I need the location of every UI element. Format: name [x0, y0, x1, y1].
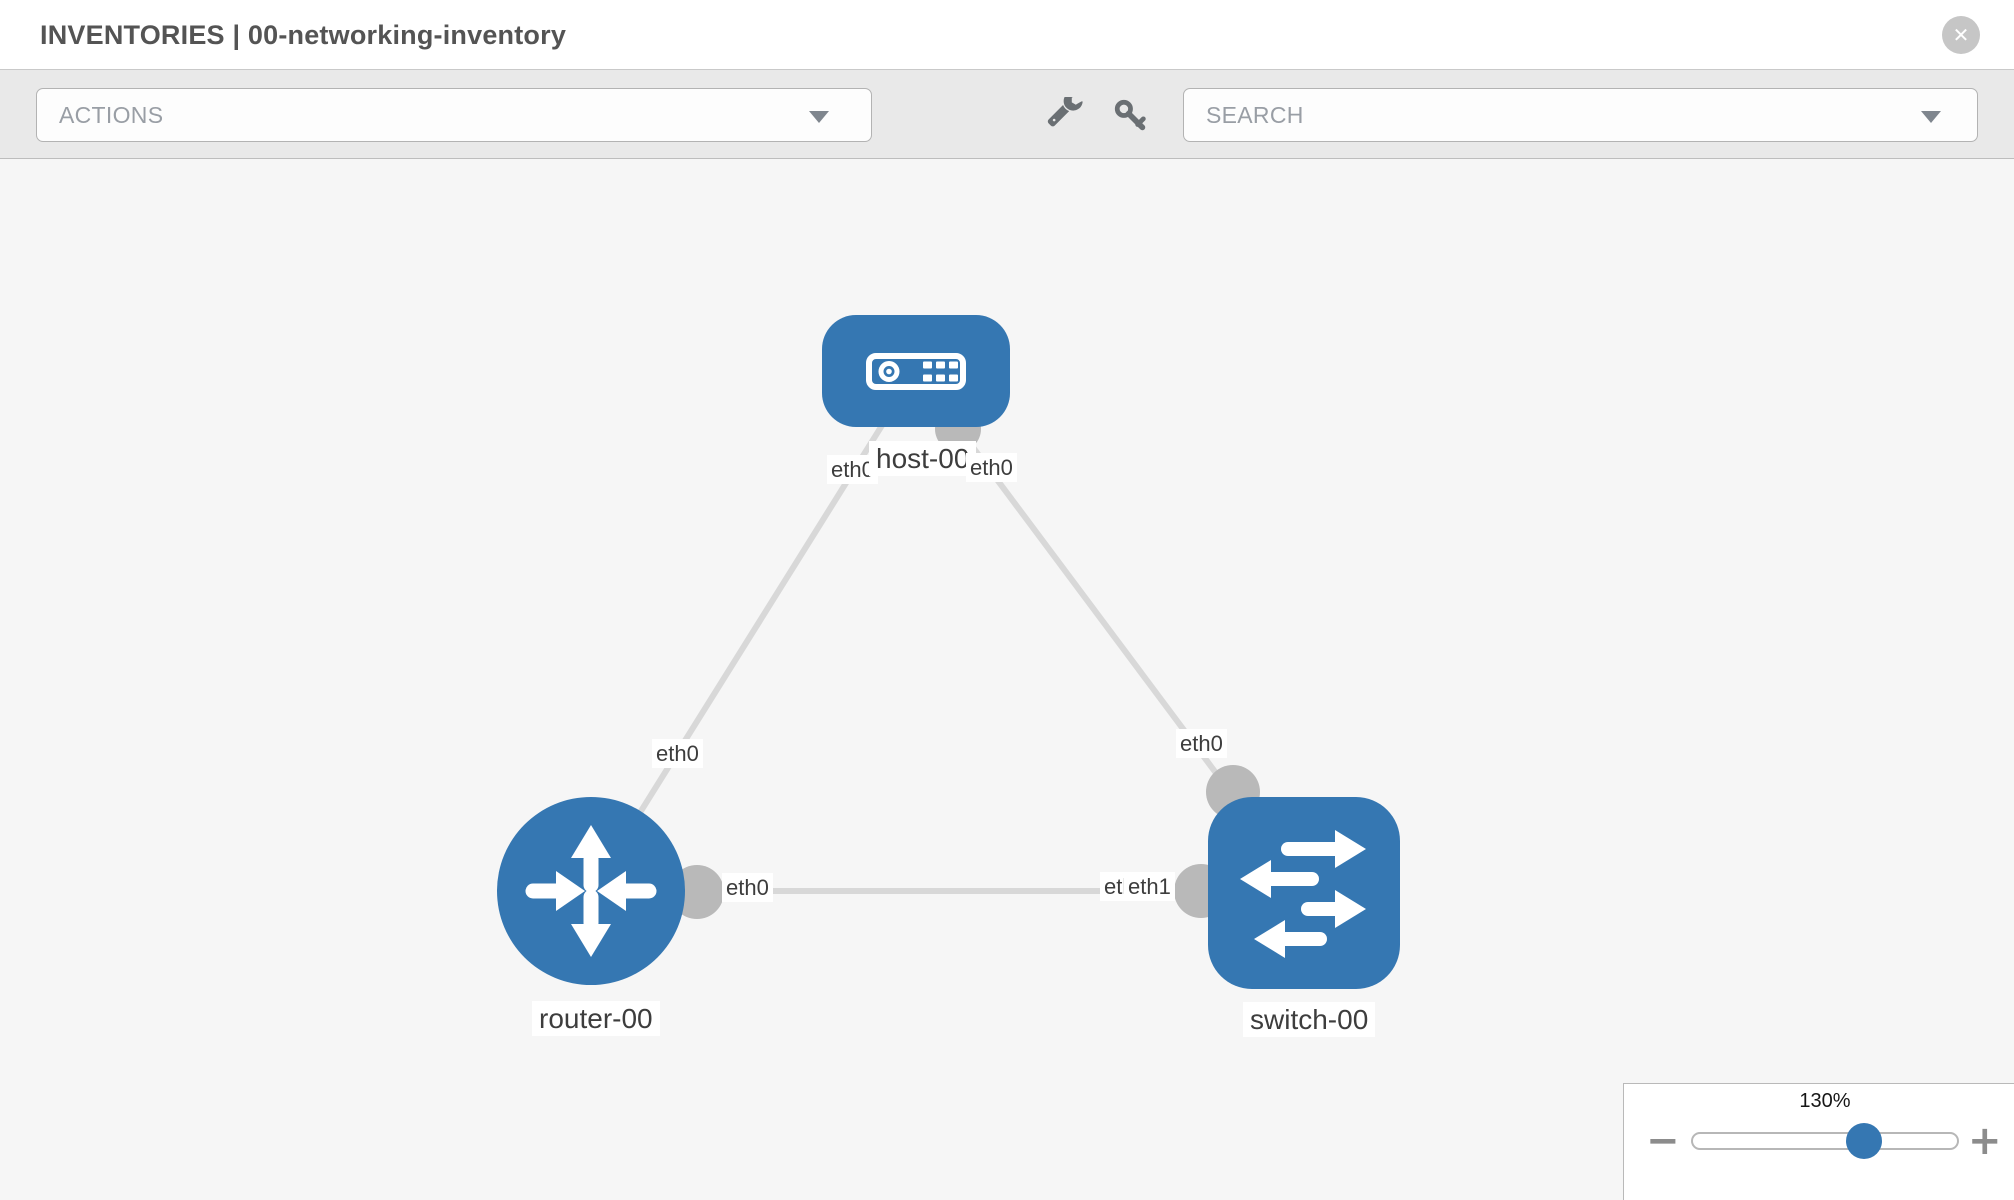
interface-label: eth0 [722, 873, 773, 902]
zoom-slider-handle[interactable] [1846, 1123, 1882, 1159]
zoom-slider-track[interactable] [1691, 1132, 1959, 1150]
interface-label: eth1 [1124, 872, 1175, 901]
interface-label: eth0 [1176, 729, 1227, 758]
chevron-down-icon [809, 111, 829, 123]
zoom-in-button[interactable]: + [1968, 1118, 2002, 1164]
zoom-panel: 130% − + [1623, 1083, 2014, 1200]
topology-canvas[interactable]: eth0 host-00 eth0 eth0 eth0 eth0 eth0 et… [0, 159, 2014, 1200]
host-icon [866, 353, 966, 390]
zoom-out-button[interactable]: − [1646, 1118, 1680, 1164]
search-placeholder: SEARCH [1206, 102, 1304, 128]
toolbar: ACTIONS SEARCH [0, 70, 2014, 159]
node-switch-00[interactable] [1208, 797, 1400, 989]
close-icon: ✕ [1952, 23, 1970, 47]
wrench-icon [1047, 97, 1083, 127]
header-bar: INVENTORIES | 00-networking-inventory ✕ [0, 0, 2014, 70]
close-button[interactable]: ✕ [1942, 16, 1980, 54]
node-label-switch: switch-00 [1243, 1002, 1376, 1037]
page-title: INVENTORIES | 00-networking-inventory [40, 20, 567, 50]
chevron-down-icon [1921, 111, 1941, 123]
interface-label: eth0 [652, 739, 703, 768]
search-dropdown[interactable]: SEARCH [1183, 88, 1978, 142]
switch-icon [1240, 830, 1366, 958]
zoom-level: 130% [1799, 1090, 1851, 1112]
node-label-router: router-00 [532, 1001, 660, 1036]
node-host-00[interactable] [822, 315, 1010, 427]
router-icon [525, 825, 657, 957]
node-label-host: host-00 [869, 441, 977, 476]
actions-dropdown[interactable]: ACTIONS [36, 88, 872, 142]
actions-dropdown-label: ACTIONS [59, 102, 164, 128]
interface-label: eth0 [966, 453, 1017, 482]
node-router-00[interactable] [497, 797, 685, 985]
key-button[interactable] [1112, 97, 1150, 135]
wrench-button[interactable] [1046, 97, 1084, 135]
key-icon [1114, 99, 1146, 131]
